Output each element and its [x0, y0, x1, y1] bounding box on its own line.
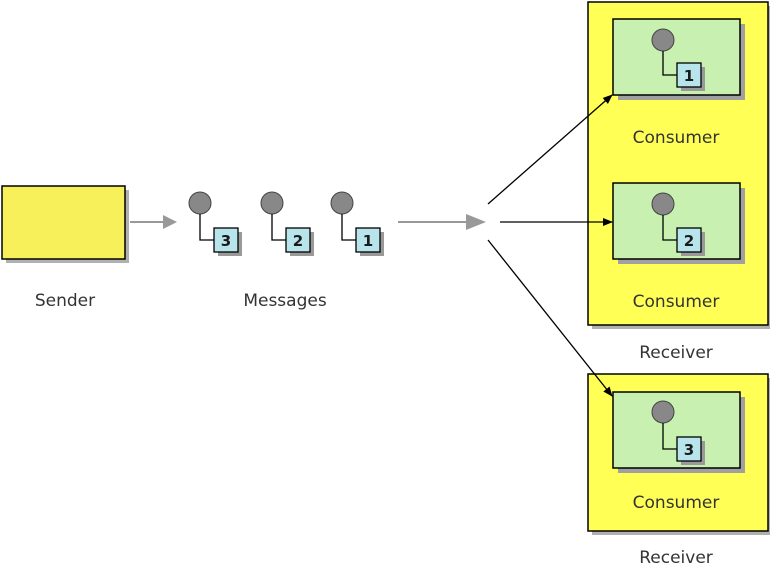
- message-token: [676, 62, 702, 88]
- message-token: [355, 227, 381, 253]
- consumer-3: 3: [612, 391, 745, 473]
- sender: [1, 185, 129, 263]
- receiver-1: 1 Consumer 2 Consumer: [587, 1, 770, 329]
- message-token: [676, 436, 702, 462]
- consumer-label: Consumer: [633, 128, 720, 148]
- message-ball-icon: [651, 28, 675, 52]
- receiver-label: Receiver: [639, 548, 713, 567]
- message-number: 1: [684, 67, 694, 85]
- message-ball-icon: [651, 192, 675, 216]
- sender-label: Sender: [35, 291, 95, 311]
- message-1: 1: [330, 191, 384, 256]
- message-number: 3: [221, 232, 231, 250]
- sender-to-messages-arrow: [130, 215, 177, 229]
- message-ball-icon: [260, 191, 284, 215]
- message-number: 1: [363, 232, 373, 250]
- message-token: [285, 227, 311, 253]
- message-ball-icon: [330, 191, 354, 215]
- consumer-1: 1: [612, 18, 745, 100]
- message-2: 2: [260, 191, 314, 256]
- messages-label: Messages: [243, 291, 327, 311]
- message-number: 2: [293, 232, 303, 250]
- message-token: [676, 227, 702, 253]
- message-token: [213, 227, 239, 253]
- messages-to-dispatcher-arrow: [398, 214, 486, 230]
- message-ball-icon: [188, 191, 212, 215]
- consumer-2: 2: [612, 182, 745, 264]
- sender-box: [1, 185, 126, 260]
- consumer-label: Consumer: [633, 292, 720, 312]
- consumer-label: Consumer: [633, 493, 720, 513]
- message-3: 3: [188, 191, 242, 256]
- receiver-label: Receiver: [639, 343, 713, 363]
- receiver-2: 3 Consumer: [587, 373, 770, 535]
- message-number: 2: [684, 232, 694, 250]
- dispatch-arrow-consumer-3: [487, 239, 613, 397]
- message-number: 3: [684, 441, 694, 459]
- dispatch-arrow-consumer-1: [487, 94, 613, 205]
- message-ball-icon: [651, 400, 675, 424]
